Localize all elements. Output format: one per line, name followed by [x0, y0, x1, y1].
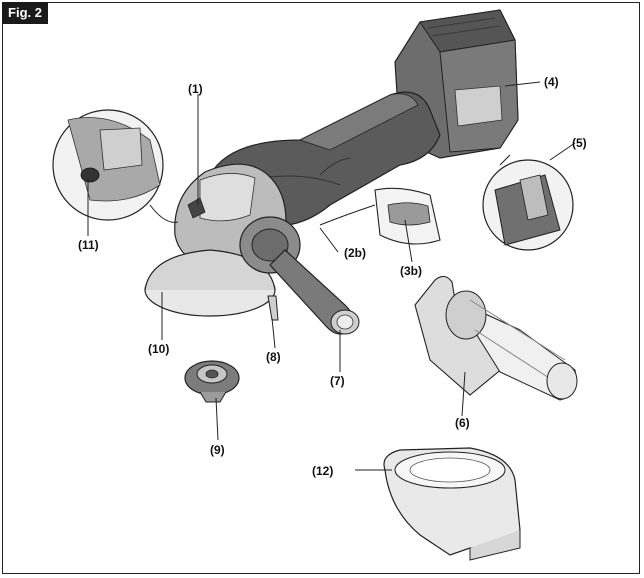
callout-5: (5): [572, 136, 587, 150]
clamping-nut: [184, 360, 240, 403]
inset-detail-spindle-lock: [52, 109, 179, 223]
callout-leaders: [87, 81, 576, 471]
callout-8: (8): [266, 350, 281, 364]
dust-guard-handle: [414, 275, 578, 401]
callout-12: (12): [312, 464, 334, 478]
callout-11: (11): [78, 238, 99, 252]
auxiliary-handle: [239, 216, 360, 335]
callout-2b: (2b): [344, 246, 366, 260]
callout-3b: (3b): [400, 264, 422, 278]
protective-guard: [144, 249, 279, 321]
callout-6: (6): [455, 416, 470, 430]
callout-1: (1): [188, 82, 203, 96]
callout-9: (9): [210, 443, 225, 457]
callout-10: (10): [148, 342, 170, 356]
inset-detail-switch: [482, 154, 574, 251]
callout-7: (7): [330, 374, 345, 388]
callout-4: (4): [544, 75, 559, 89]
inset-detail-lock-lever: [319, 187, 441, 245]
cutting-guard: [383, 447, 521, 561]
figure-tag: Fig. 2: [2, 2, 48, 24]
